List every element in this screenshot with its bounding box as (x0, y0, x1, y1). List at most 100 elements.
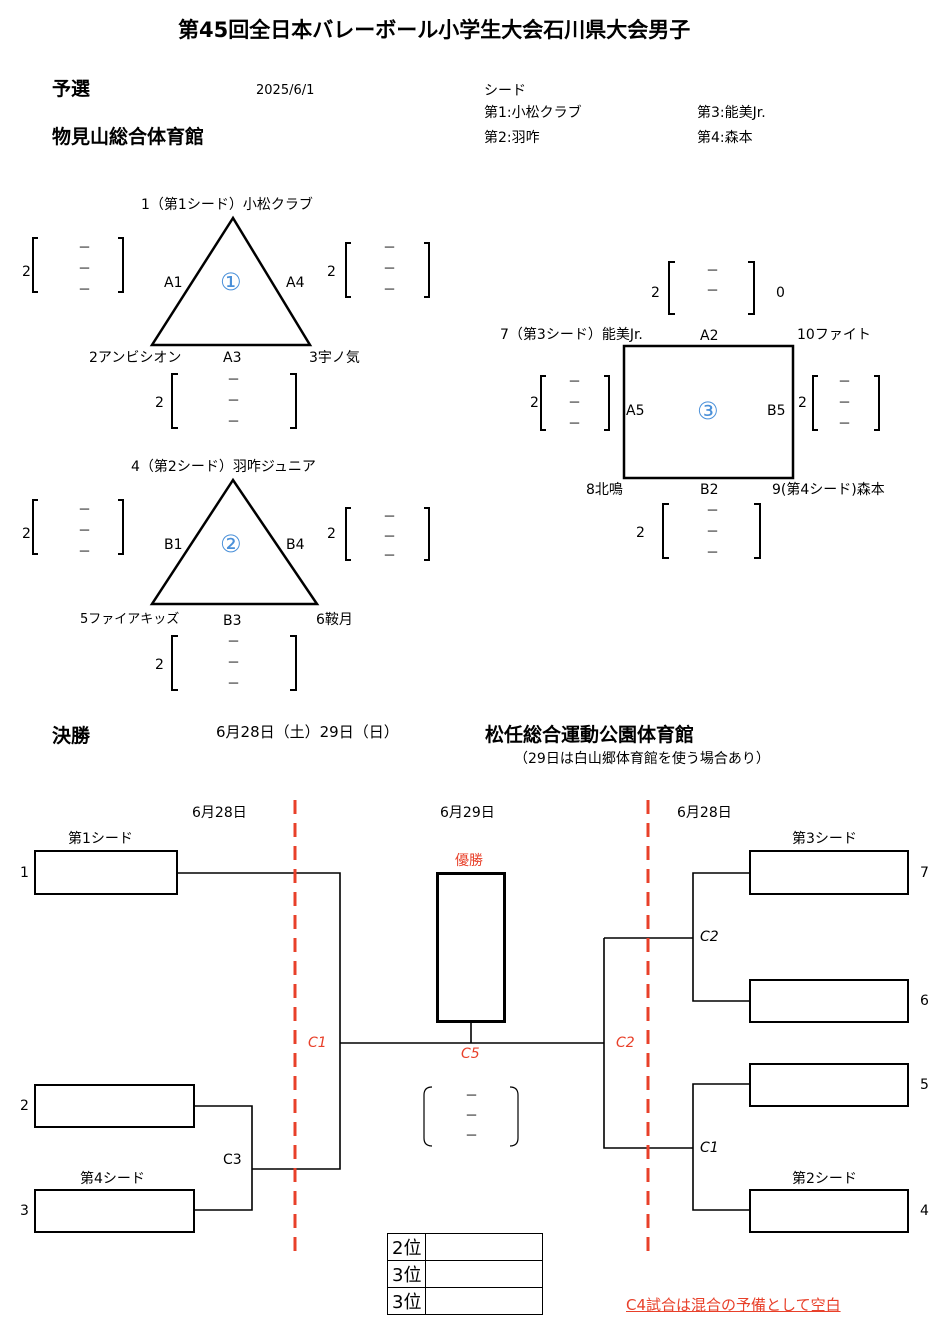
seeds-heading: シード (484, 83, 526, 99)
match-c1-inner: C1 (700, 1140, 719, 1156)
match-c3: C3 (223, 1152, 242, 1168)
group-b-team-4: 4（第2シード）羽咋ジュニア (131, 459, 316, 475)
score-dash: － (706, 504, 720, 519)
seed-3-caption: 第3シード (792, 831, 857, 847)
column-date-right: 6月28日 (677, 805, 732, 821)
column-date-left: 6月28日 (192, 805, 247, 821)
slot-number-2: 2 (20, 1098, 29, 1114)
group-a-team-1: 1（第1シード）小松クラブ (141, 197, 313, 213)
champion-slot (436, 872, 506, 1023)
group-c-team-8: 8北鳴 (586, 482, 623, 498)
score-sets: 2 (798, 395, 807, 411)
match-c2-right: C2 (616, 1035, 635, 1051)
finals-venue-note: （29日は白山郷体育館を使う場合あり） (514, 751, 770, 767)
rank-label: 2位 (386, 1233, 427, 1261)
group-c-team-7: 7（第3シード）能美Jr. (500, 327, 643, 343)
group-a-team-3: 3宇ノ気 (309, 350, 360, 366)
score-sets: 2 (22, 264, 31, 280)
slot-number-4: 4 (920, 1203, 929, 1219)
score-dash: － (78, 524, 92, 539)
group-c-rectangle (622, 344, 795, 480)
rank-value (425, 1233, 544, 1261)
score-bracket (662, 503, 761, 559)
score-dash: － (465, 1129, 479, 1144)
slot-number-7: 7 (920, 865, 929, 881)
score-dash: － (838, 396, 852, 411)
score-sets: 2 (530, 395, 539, 411)
group-a-match-a1: A1 (164, 275, 183, 291)
group-c-team-9: 9(第4シード)森本 (772, 482, 885, 498)
score-bracket (171, 635, 297, 691)
prelim-label: 予選 (52, 78, 91, 100)
score-sets: 2 (651, 285, 660, 301)
seed-1-caption: 第1シード (68, 831, 133, 847)
score-sets: 2 (155, 657, 164, 673)
score-dash: － (568, 396, 582, 411)
score-dash: － (78, 283, 92, 298)
score-dash: － (227, 677, 241, 692)
group-c-team-10: 10ファイト (797, 327, 871, 343)
prelim-date: 2025/6/1 (256, 83, 315, 98)
team-slot-6 (749, 979, 909, 1023)
score-dash: － (227, 656, 241, 671)
bracket-line-right-outer (603, 938, 693, 1149)
team-slot-7 (749, 850, 909, 895)
ranking-table: 2位 3位 3位 (386, 1233, 544, 1315)
score-dash: － (465, 1109, 479, 1124)
score-dash: － (227, 635, 241, 650)
column-date-middle: 6月29日 (440, 805, 495, 821)
score-dash: － (706, 284, 720, 299)
group-b-number: ② (220, 530, 242, 558)
group-b-triangle (149, 477, 320, 606)
score-dash: － (383, 510, 397, 525)
final-score-bracket-right (509, 1086, 519, 1147)
score-bracket (668, 261, 755, 315)
score-bracket (171, 373, 297, 429)
match-c5: C5 (461, 1046, 480, 1062)
finals-venue: 松任総合運動公園体育館 (485, 724, 695, 746)
group-a-triangle (149, 215, 313, 347)
ranking-row-2nd: 2位 (386, 1233, 544, 1261)
ranking-row-3rd: 3位 (386, 1260, 544, 1288)
ranking-row-3rd: 3位 (386, 1287, 544, 1315)
seed-2-label: 第2:羽咋 (484, 130, 540, 146)
group-b-match-b1: B1 (164, 537, 183, 553)
seed-3-label: 第3:能美Jr. (697, 105, 766, 121)
team-slot-3 (34, 1189, 195, 1233)
score-dash: － (383, 549, 397, 564)
score-bracket (32, 237, 124, 293)
score-dash: － (227, 415, 241, 430)
group-c-number: ③ (697, 397, 719, 425)
score-dash: － (78, 545, 92, 560)
page-title: 第45回全日本バレーボール小学生大会石川県大会男子 (178, 18, 691, 42)
match-c1-left: C1 (308, 1035, 327, 1051)
finals-dates: 6月28日（土）29日（日） (216, 723, 399, 741)
score-dash: － (838, 417, 852, 432)
group-b-match-b3: B3 (223, 613, 242, 629)
c4-note: C4試合は混合の予備として空白 (626, 1296, 841, 1314)
group-c-match-b5: B5 (767, 403, 786, 419)
score-dash: － (78, 503, 92, 518)
bracket-line-left-top (178, 872, 341, 1170)
score-bracket (32, 499, 124, 555)
rank-label: 3位 (386, 1260, 427, 1288)
score-sets: 2 (327, 526, 336, 542)
score-dash: － (568, 375, 582, 390)
final-score-bracket-left (423, 1086, 433, 1147)
score-dash: － (227, 394, 241, 409)
rank-value (425, 1260, 544, 1288)
prelim-venue: 物見山総合体育館 (52, 126, 205, 148)
group-b-team-6: 6鞍月 (316, 612, 353, 628)
rank-value (425, 1287, 544, 1315)
score-dash: － (383, 530, 397, 545)
score-dash: － (383, 262, 397, 277)
team-slot-5 (749, 1063, 909, 1107)
score-dash: － (78, 262, 92, 277)
score-sets: 2 (155, 395, 164, 411)
score-sets: 2 (22, 526, 31, 542)
seed-2-caption: 第2シード (792, 1171, 857, 1187)
score-sets: 2 (636, 525, 645, 541)
group-c-match-a5: A5 (626, 403, 645, 419)
group-b-match-b4: B4 (286, 537, 305, 553)
